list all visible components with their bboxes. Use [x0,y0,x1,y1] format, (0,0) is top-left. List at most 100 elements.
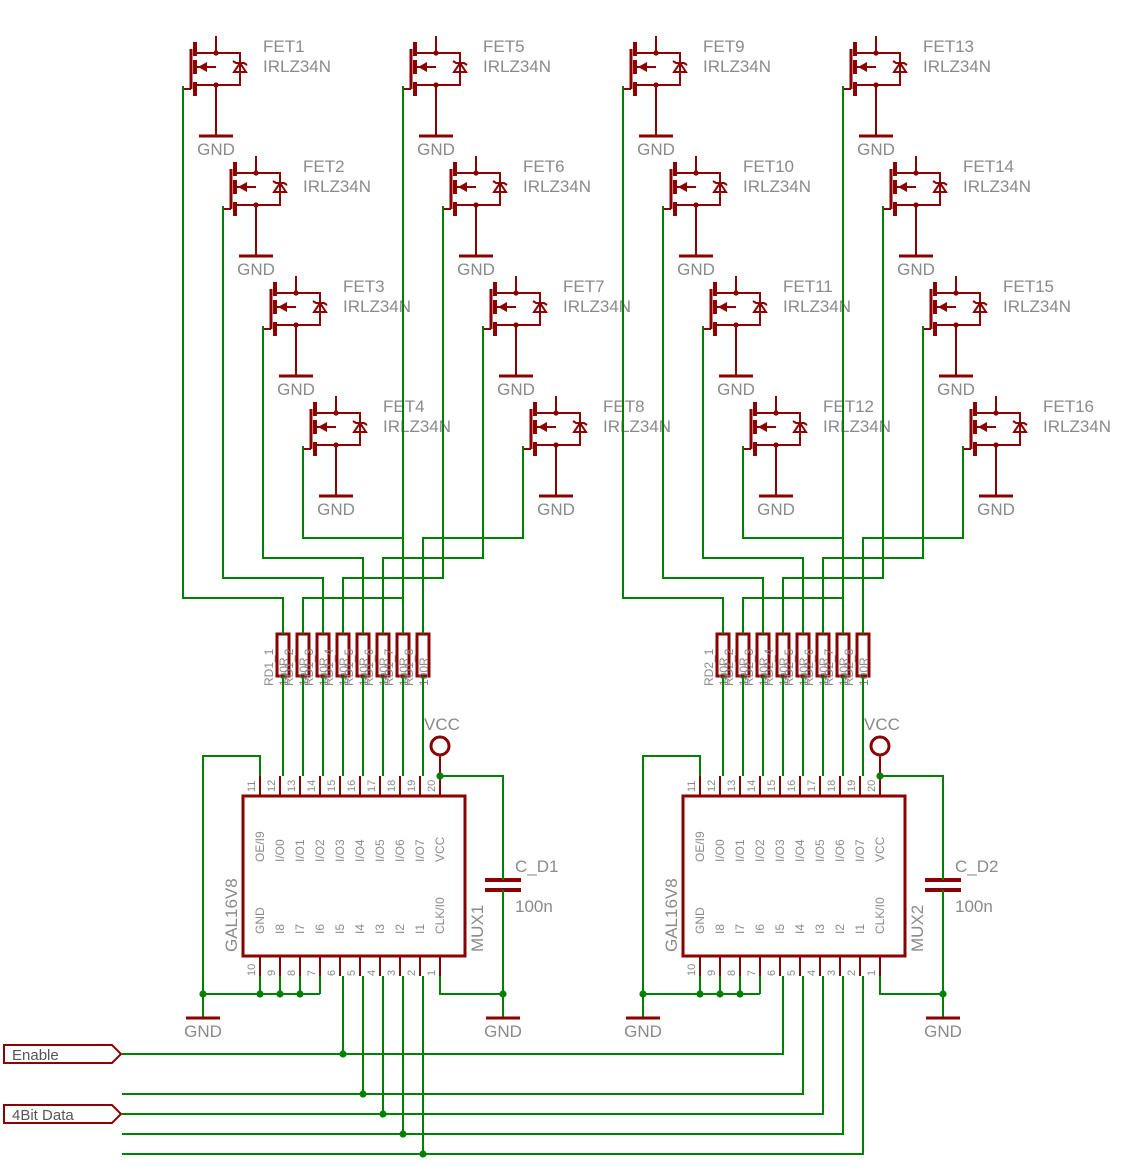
fet-diode-loop [956,292,981,326]
mux-body [241,794,467,958]
junction-dot [736,990,744,998]
fet-diode-loop [556,412,581,446]
fet-arrow [458,182,467,192]
gnd-label: GND [757,500,795,519]
mux-pin-name: I7 [293,924,307,934]
mux-pin-number: 5 [786,970,798,976]
clk-wire [439,976,503,995]
fet-dot [473,170,479,176]
mux-pin-name: I/O1 [733,839,747,862]
mux-pin-number: 7 [746,970,758,976]
fet-value-label: IRLZ34N [483,57,551,76]
resistor-label: RD1_5 [342,648,356,686]
fet-dot [513,290,519,296]
fet-diode-loop [696,172,721,206]
fet-value-label: IRLZ34N [963,177,1031,196]
mux-pin-name: I3 [373,924,387,934]
resistor-value: 100R [817,657,831,686]
fet-diode [892,61,908,73]
fet-name-label: FET9 [703,37,745,56]
fet-diode-loop [436,52,461,86]
vcc-label: VCC [424,715,460,734]
mux-pin-name: I/O5 [813,839,827,862]
fet-value-label: IRLZ34N [343,297,411,316]
fet-dot [253,202,259,208]
fet-dot [913,170,919,176]
gnd-label: GND [484,1022,522,1041]
fet-arrow [858,62,867,72]
fet-dot [213,50,219,56]
gnd-label: GND [184,1022,222,1041]
fet-dot [333,442,339,448]
fet-diode-loop [776,412,801,446]
vcc-symbol [869,735,891,757]
gnd-label: GND [537,500,575,519]
fet-diode-loop [656,52,681,86]
gate-wire [822,326,924,634]
mux-pin-number: 9 [706,970,718,976]
mux-pin-name: I/O0 [713,839,727,862]
gnd-label: GND [977,500,1015,519]
mux-pin-name: I/O6 [393,839,407,862]
fet-diode-bar [932,180,948,186]
mux-pin-name: I5 [773,924,787,934]
bus-wire [122,976,864,1155]
fet-arrow [278,302,287,312]
flag-label: 4Bit Data [12,1107,74,1124]
fet-diode-loop [296,292,321,326]
fet-arrow [198,62,207,72]
fet-arrow [318,422,327,432]
fet-dot [553,442,559,448]
fet-diode [932,181,948,193]
flag-label: Enable [12,1047,59,1064]
mux-pin-name: I6 [313,924,327,934]
mux-pin-number: 2 [406,970,418,976]
mux-pin-number: 10 [246,964,258,976]
fet-name-label: FET15 [1003,277,1054,296]
resistor-label: RD1_8 [402,648,416,686]
mux-pin-name: I3 [813,924,827,934]
mux-pin-number: 13 [286,780,298,792]
fet-arrow [538,422,547,432]
oe-wire [202,755,261,994]
mux-pin-number: 8 [726,970,738,976]
resistor-value: 100R [357,657,371,686]
fet-dot [553,410,559,416]
mux-pin-number: 9 [266,970,278,976]
fet-arrow [938,302,947,312]
mux-pin-name: OE/I9 [693,831,707,862]
fet-diode [452,61,468,73]
cap-name-label: C_D2 [955,857,998,876]
mux-pin-name: CLK/I0 [433,897,447,934]
junction-dot [939,990,947,998]
vcc-wire [440,775,504,880]
data-flag: 4Bit Data [3,1104,123,1124]
fet-diode [272,181,288,193]
fet-dot [473,202,479,208]
fet-dot [913,202,919,208]
fet-dot [293,290,299,296]
resistor-label: RD1_7 [382,648,396,686]
junction-dot [359,1090,367,1098]
fet-diode-bar [792,420,808,426]
gate-wire [382,326,484,634]
mux-pin-name: I5 [333,924,347,934]
mux-pin-name: I/O3 [773,839,787,862]
resistor-label: RD2_5 [782,648,796,686]
mux-pin-name: OE/I9 [253,831,267,862]
fet-dot [293,322,299,328]
gate-wire [662,206,764,634]
fet-value-label: IRLZ34N [563,297,631,316]
fet-value-label: IRLZ34N [383,417,451,436]
cap-value-label: 100n [955,897,993,916]
gate-wire [742,86,844,634]
fet-dot [513,322,519,328]
gnd-label: GND [624,1022,662,1041]
mux-pin-name: CLK/I0 [873,897,887,934]
